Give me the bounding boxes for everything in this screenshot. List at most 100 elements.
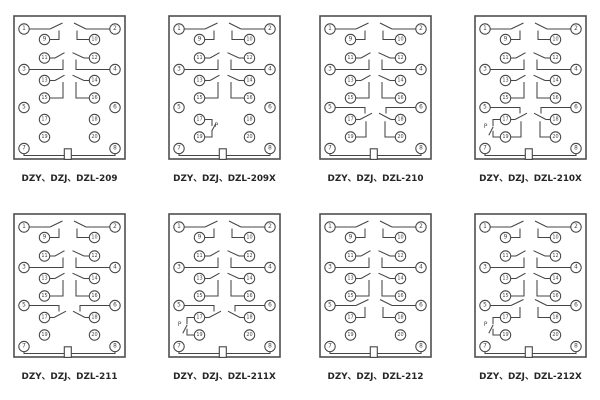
contact-blade xyxy=(510,220,524,228)
terminal-number: 16 xyxy=(91,293,97,299)
contact-wire xyxy=(490,106,521,114)
terminal-number: 5 xyxy=(22,105,26,111)
terminal-12 xyxy=(394,250,407,262)
terminal-20 xyxy=(394,131,407,143)
terminal-10 xyxy=(88,33,101,46)
terminal-13 xyxy=(38,74,51,87)
terminal-number: 7 xyxy=(22,146,26,152)
terminal-9 xyxy=(499,231,512,244)
contact-blade xyxy=(355,220,369,228)
terminal-number: 13 xyxy=(347,78,353,84)
contact-blade xyxy=(54,272,65,279)
contact-blade xyxy=(514,112,528,120)
contact-wire xyxy=(381,280,396,297)
terminal-number: 8 xyxy=(268,146,272,152)
terminal-number: 17 xyxy=(196,315,202,321)
terminal-11 xyxy=(38,52,51,64)
terminal-number: 11 xyxy=(41,253,47,259)
terminal-number: 10 xyxy=(397,235,403,241)
terminal-19 xyxy=(344,329,357,341)
terminal-number: 17 xyxy=(347,315,353,321)
terminal-4 xyxy=(109,261,121,274)
p-contact-wire xyxy=(492,118,501,126)
contact-blade xyxy=(228,220,242,228)
terminal-number: 19 xyxy=(502,332,508,338)
terminal-number: 16 xyxy=(91,95,97,101)
terminal-number: 12 xyxy=(91,253,97,259)
terminal-number: 3 xyxy=(483,265,487,271)
terminal-number: 12 xyxy=(552,253,558,259)
terminal-20 xyxy=(549,131,562,143)
panel-border xyxy=(168,15,281,160)
contact-blade xyxy=(510,22,524,30)
contact-wire xyxy=(226,351,271,355)
terminal-5 xyxy=(479,299,491,312)
contact-wire xyxy=(204,280,219,297)
terminal-2 xyxy=(109,23,121,35)
contact-blade xyxy=(54,74,65,81)
terminal-number: 20 xyxy=(91,332,97,338)
terminal-number: 1 xyxy=(22,224,26,230)
terminal-3 xyxy=(18,63,30,76)
p-contact-label: P xyxy=(484,322,488,328)
contact-wire xyxy=(29,304,60,312)
contact-wire xyxy=(329,153,371,157)
terminal-16 xyxy=(88,290,101,302)
contact-blade xyxy=(378,250,391,257)
terminal-number: 17 xyxy=(347,117,353,123)
terminal-11 xyxy=(499,52,512,64)
terminal-4 xyxy=(415,63,427,76)
contact-blade xyxy=(72,250,85,257)
contact-blade xyxy=(378,74,391,81)
terminal-number: 16 xyxy=(397,293,403,299)
coil xyxy=(63,346,72,358)
terminal-13 xyxy=(344,74,357,87)
terminal-15 xyxy=(193,290,206,302)
terminal-16 xyxy=(88,92,101,104)
contact-wire xyxy=(355,121,367,138)
terminal-5 xyxy=(173,101,185,114)
p-contact-wire xyxy=(492,316,501,324)
terminal-18 xyxy=(88,311,101,324)
contact-blade xyxy=(515,52,526,59)
terminal-18 xyxy=(394,113,407,126)
terminal-4 xyxy=(264,63,276,76)
terminal-20 xyxy=(88,329,101,341)
terminal-number: 2 xyxy=(419,26,423,32)
terminal-number: 6 xyxy=(419,303,423,309)
terminal-number: 17 xyxy=(196,117,202,123)
contact-wire xyxy=(75,257,110,269)
terminal-10 xyxy=(394,231,407,244)
terminal-number: 10 xyxy=(246,37,252,43)
coil xyxy=(218,148,227,160)
terminal-number: 14 xyxy=(552,78,558,84)
terminal-6 xyxy=(109,101,121,114)
contact-blade xyxy=(227,74,240,81)
terminal-16 xyxy=(243,290,256,302)
contact-blade xyxy=(228,22,242,30)
contact-blade xyxy=(209,52,220,59)
terminal-19 xyxy=(38,329,51,341)
terminal-number: 20 xyxy=(397,332,403,338)
contact-blade xyxy=(209,250,220,257)
panel-border xyxy=(474,15,587,160)
terminal-10 xyxy=(243,231,256,244)
terminal-number: 8 xyxy=(419,344,423,350)
terminal-number: 16 xyxy=(552,293,558,299)
contact-wire xyxy=(377,351,422,355)
p-contact-label: P xyxy=(484,124,488,130)
terminal-number: 1 xyxy=(328,224,332,230)
contact-blade xyxy=(49,22,63,30)
p-contact-blade xyxy=(182,324,188,334)
contact-wire xyxy=(355,82,370,99)
terminal-5 xyxy=(479,101,491,114)
terminal-7 xyxy=(479,142,491,155)
terminal-number: 19 xyxy=(196,332,202,338)
contact-wire xyxy=(29,59,64,71)
panel-border xyxy=(13,15,126,160)
terminal-13 xyxy=(344,272,357,285)
terminal-12 xyxy=(88,52,101,64)
panel-label: DZY、DZJ、DZL-210X xyxy=(479,174,582,184)
contact-blade xyxy=(72,272,85,279)
terminal-number: 7 xyxy=(177,146,181,152)
